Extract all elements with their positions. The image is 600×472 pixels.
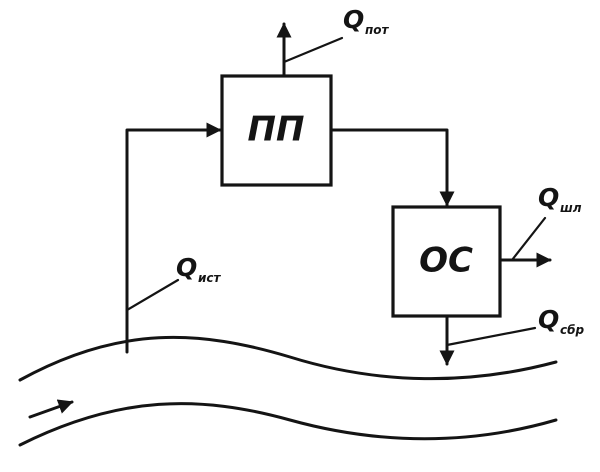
q-sbr-symbol: Q	[538, 305, 559, 334]
q-pot-label: Q пот	[343, 5, 390, 37]
q-ist-subscript: ист	[198, 271, 222, 285]
q-sh-leader	[510, 216, 547, 262]
pp-to-os-line	[329, 128, 455, 207]
q-sh-label: Q шл	[538, 183, 582, 215]
q-sh-symbol: Q	[538, 183, 559, 212]
pp-label: ПП	[248, 110, 305, 150]
q-pot-symbol: Q	[343, 5, 364, 34]
q-pot-subscript: пот	[365, 23, 390, 37]
q-pot-leader	[282, 36, 344, 64]
intake-line	[125, 122, 222, 354]
q-ist-leader	[125, 278, 180, 312]
os-box	[391, 205, 502, 318]
river-flow-arrow	[28, 399, 74, 419]
q-sh-subscript: шл	[560, 201, 582, 215]
q-sbr-leader	[445, 326, 537, 347]
q-ist-symbol: Q	[176, 253, 197, 282]
river-upper-bank	[18, 335, 558, 382]
q-sbr-label: Q сбр	[538, 305, 584, 337]
river-lower-bank	[18, 402, 558, 447]
os-label: ОС	[419, 241, 473, 281]
q-sbr-subscript: сбр	[560, 323, 584, 337]
q-ist-label: Q ист	[176, 253, 222, 285]
pp-box	[220, 74, 333, 187]
